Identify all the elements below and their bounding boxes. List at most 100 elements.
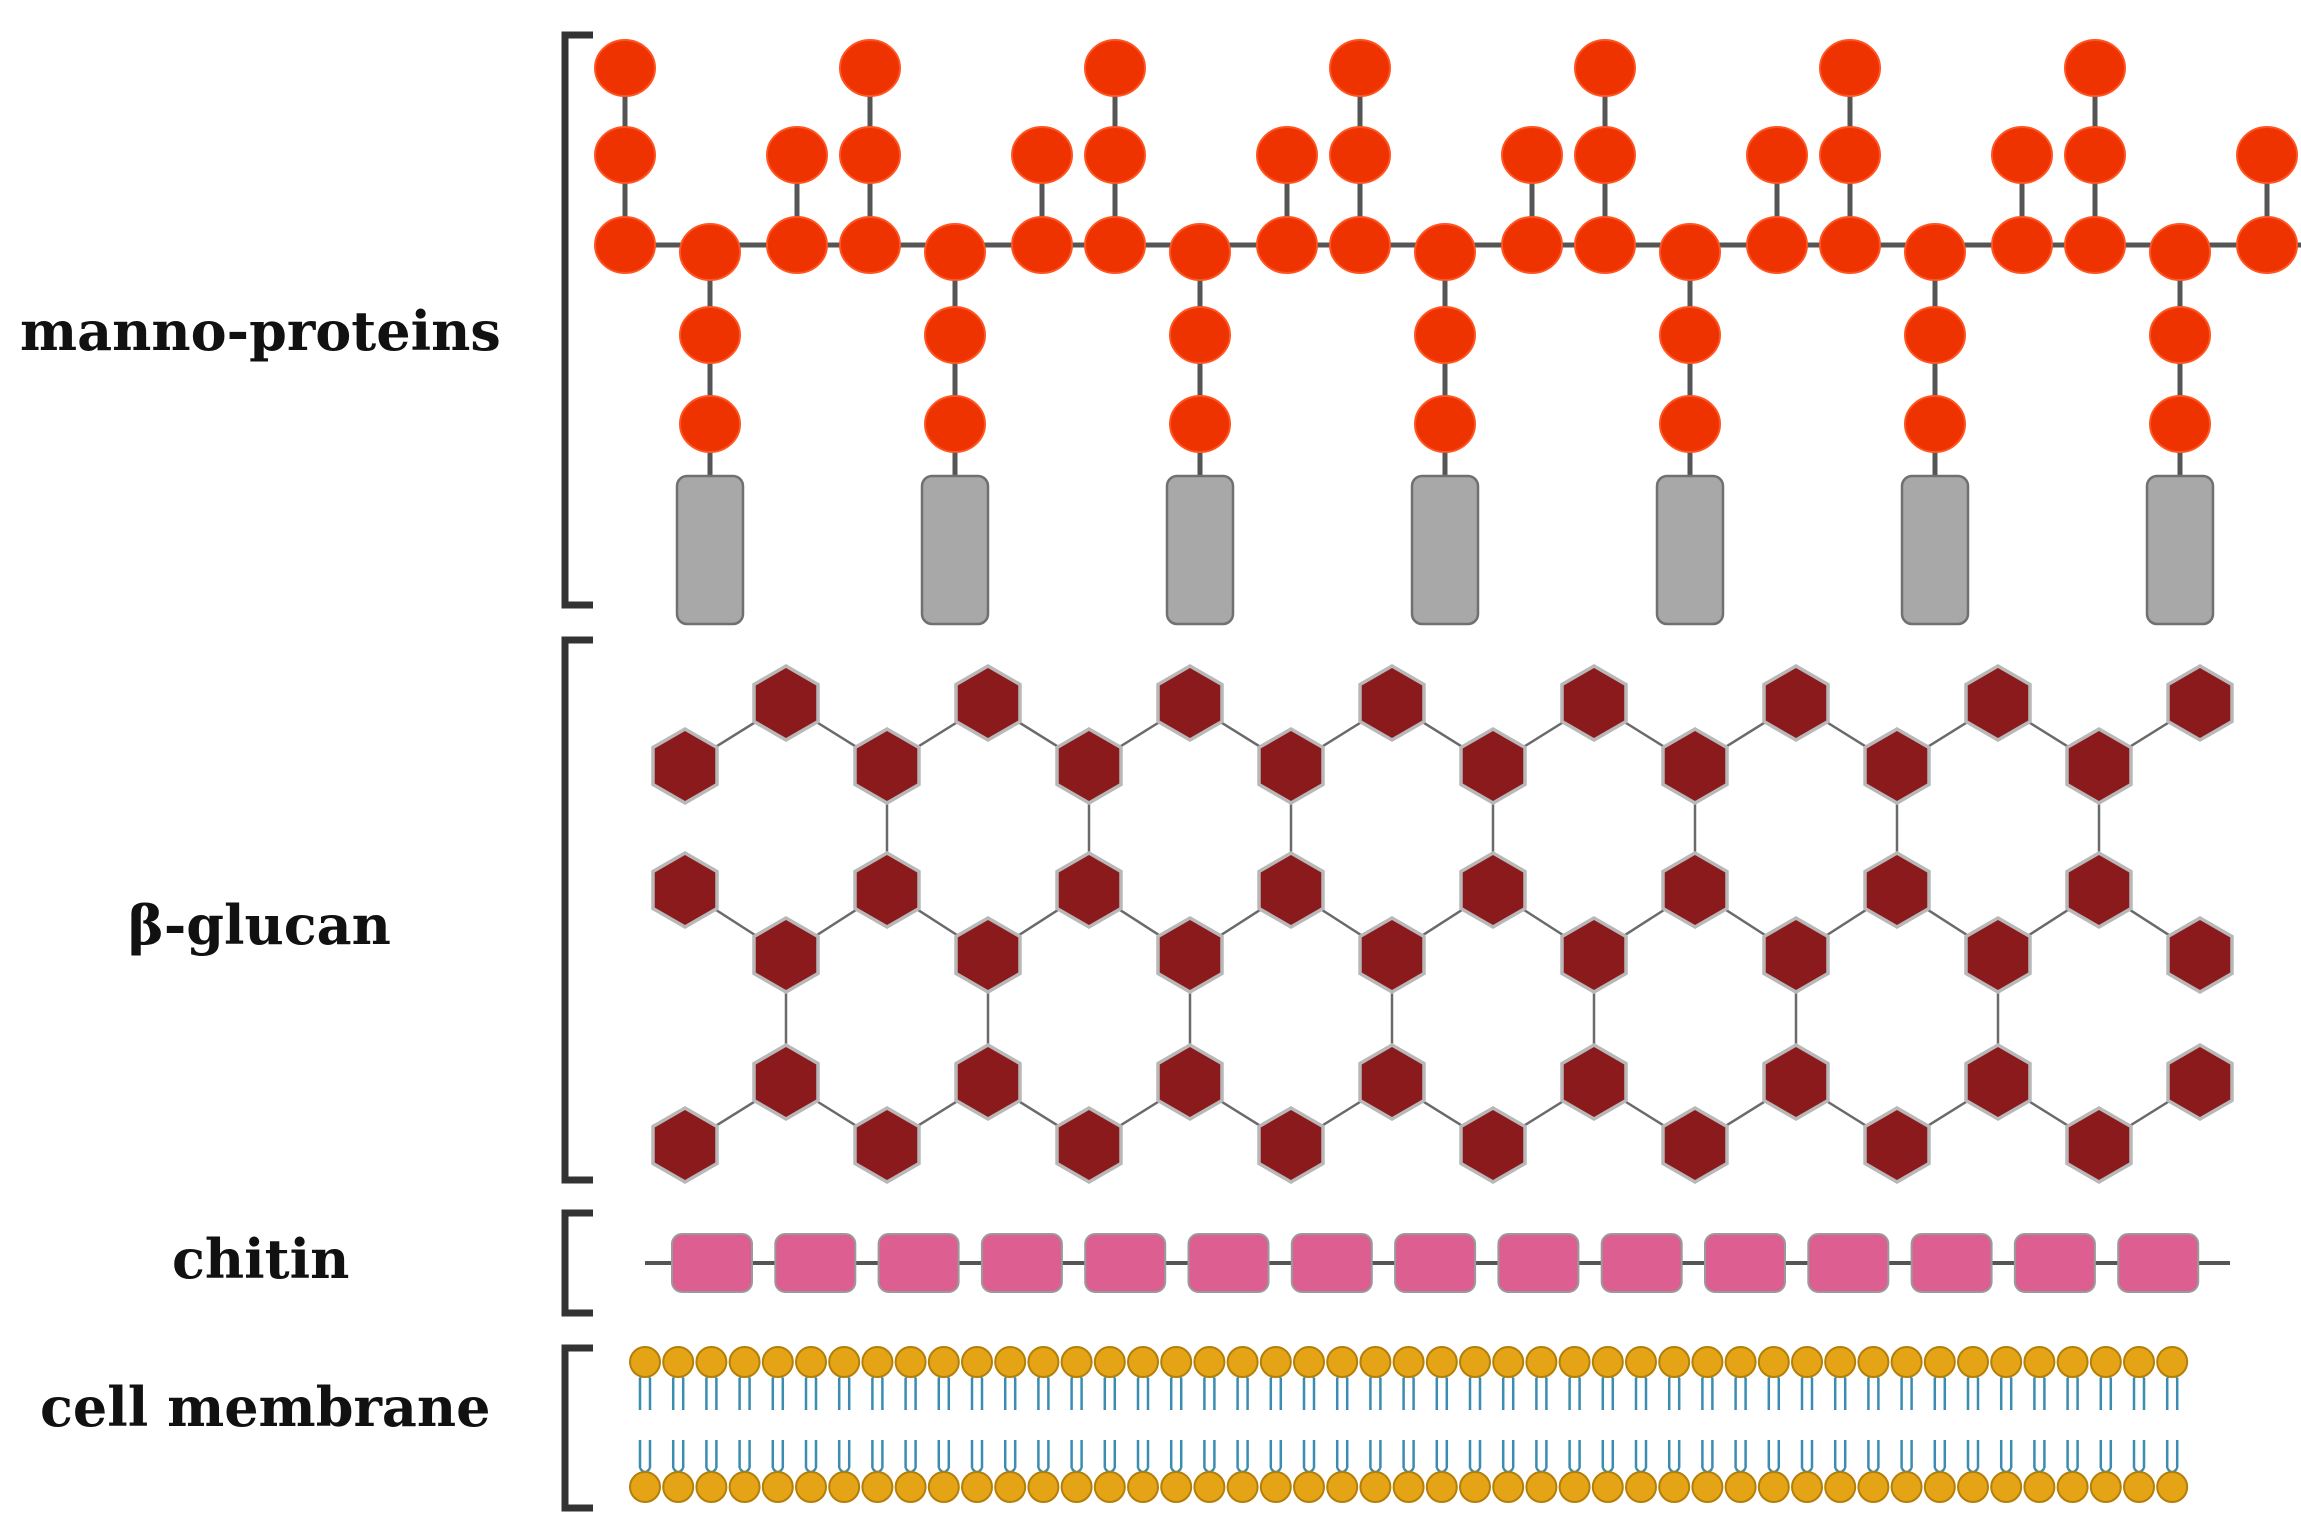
mannose-residue — [594, 126, 656, 184]
protein-block — [1655, 474, 1725, 626]
lipid-head — [1093, 1471, 1126, 1503]
lipid-tail — [1634, 1440, 1648, 1474]
mannose-residue — [924, 223, 986, 281]
mannose-residue — [2236, 216, 2298, 274]
lipid-head — [1492, 1346, 1525, 1378]
mannose-residue — [1659, 223, 1721, 281]
lipid-tail — [1236, 1440, 1249, 1474]
lipid-tail — [2033, 1440, 2046, 1474]
lipid-head — [728, 1346, 761, 1378]
lipid-head — [695, 1346, 728, 1378]
lipid-head — [761, 1471, 794, 1503]
mannose-residue — [1501, 126, 1563, 184]
glucose-residue — [954, 663, 1022, 743]
layer-bracket — [561, 1209, 593, 1317]
mannose-residue — [1169, 223, 1231, 281]
lipid-tail — [1767, 1440, 1781, 1474]
lipid-tail — [638, 1372, 652, 1410]
lipid-tail — [970, 1440, 984, 1474]
lipid-tail — [2165, 1440, 2179, 1474]
protein-block — [675, 474, 745, 626]
mannose-residue — [924, 395, 986, 453]
mannose-residue — [2064, 216, 2126, 274]
glucose-residue — [853, 726, 921, 806]
lipid-tail — [1667, 1372, 1681, 1410]
n-acetylglucosamine-unit — [1807, 1233, 1890, 1293]
lipid-tail — [1236, 1372, 1249, 1410]
lipid-head — [1857, 1346, 1890, 1378]
lipid-head — [2156, 1346, 2189, 1378]
mannose-residue — [1169, 306, 1231, 364]
n-acetylglucosamine-unit — [1600, 1233, 1683, 1293]
lipid-head — [1724, 1471, 1757, 1503]
glucose-residue — [1055, 850, 1123, 930]
lipid-tail — [1369, 1440, 1382, 1474]
n-acetylglucosamine-unit — [1290, 1233, 1373, 1293]
lipid-head — [1990, 1346, 2023, 1378]
protein-block — [920, 474, 990, 626]
lipid-head — [1492, 1471, 1525, 1503]
lipid-tail — [1900, 1440, 1913, 1474]
lipid-tail — [970, 1372, 984, 1410]
lipid-head — [2089, 1471, 2122, 1503]
lipid-tail — [1269, 1372, 1283, 1410]
lipid-tail — [1302, 1372, 1316, 1410]
glucose-residue — [1661, 1105, 1729, 1185]
lipid-head — [927, 1346, 960, 1378]
label-cell-membrane: cell membrane — [40, 1375, 491, 1439]
glucose-residue — [2166, 663, 2234, 743]
mannose-residue — [2149, 306, 2211, 364]
lipid-head — [1160, 1471, 1193, 1503]
lipid-head — [1160, 1346, 1193, 1378]
lipid-tail — [2033, 1372, 2046, 1410]
n-acetylglucosamine-unit — [1910, 1233, 1993, 1293]
lipid-tail — [871, 1372, 884, 1410]
lipid-tail — [804, 1440, 818, 1474]
lipid-tail — [1070, 1372, 1083, 1410]
layer-bracket — [561, 1344, 593, 1512]
lipid-tail — [1701, 1440, 1714, 1474]
lipid-tail — [1601, 1372, 1615, 1410]
lipid-tail — [1435, 1440, 1449, 1474]
lipid-head — [1060, 1346, 1093, 1378]
mannose-residue — [766, 216, 828, 274]
mannose-residue — [1011, 216, 1073, 274]
glucose-residue — [752, 663, 820, 743]
lipid-tail — [1833, 1372, 1847, 1410]
lipid-head — [1625, 1471, 1657, 1503]
lipid-head — [2156, 1471, 2189, 1503]
lipid-head — [795, 1346, 827, 1378]
lipid-head — [828, 1471, 861, 1503]
lipid-tail — [1568, 1372, 1581, 1410]
glucose-residue — [2065, 850, 2133, 930]
lipid-head — [1060, 1471, 1093, 1503]
mannoproteins-layer — [594, 39, 2301, 626]
mannose-residue — [1819, 39, 1881, 97]
n-acetylglucosamine-unit — [1084, 1233, 1167, 1293]
mannose-residue — [679, 306, 741, 364]
lipid-tail — [2132, 1372, 2146, 1410]
lipid-tail — [2132, 1440, 2146, 1474]
mannose-residue — [839, 126, 901, 184]
lipid-head — [1957, 1471, 1989, 1503]
glucose-residue — [1863, 850, 1931, 930]
lipid-tail — [1037, 1440, 1050, 1474]
lipid-head — [1525, 1346, 1558, 1378]
label-chitin: chitin — [172, 1227, 350, 1291]
lipid-tail — [2066, 1372, 2079, 1410]
glucose-residue — [1964, 663, 2032, 743]
lipid-tail — [1169, 1440, 1183, 1474]
lipid-tail — [1800, 1440, 1814, 1474]
mannose-residue — [1746, 126, 1808, 184]
lipid-tail — [1103, 1440, 1117, 1474]
lipid-tail — [871, 1440, 884, 1474]
lipid-tail — [1203, 1372, 1216, 1410]
lipid-head — [961, 1471, 993, 1503]
lipid-tail — [1103, 1372, 1117, 1410]
glucose-residue — [2166, 915, 2234, 995]
mannose-residue — [1084, 216, 1146, 274]
mannose-residue — [924, 306, 986, 364]
lipid-head — [761, 1346, 794, 1378]
mannose-residue — [1819, 126, 1881, 184]
lipid-tail — [1999, 1440, 2013, 1474]
